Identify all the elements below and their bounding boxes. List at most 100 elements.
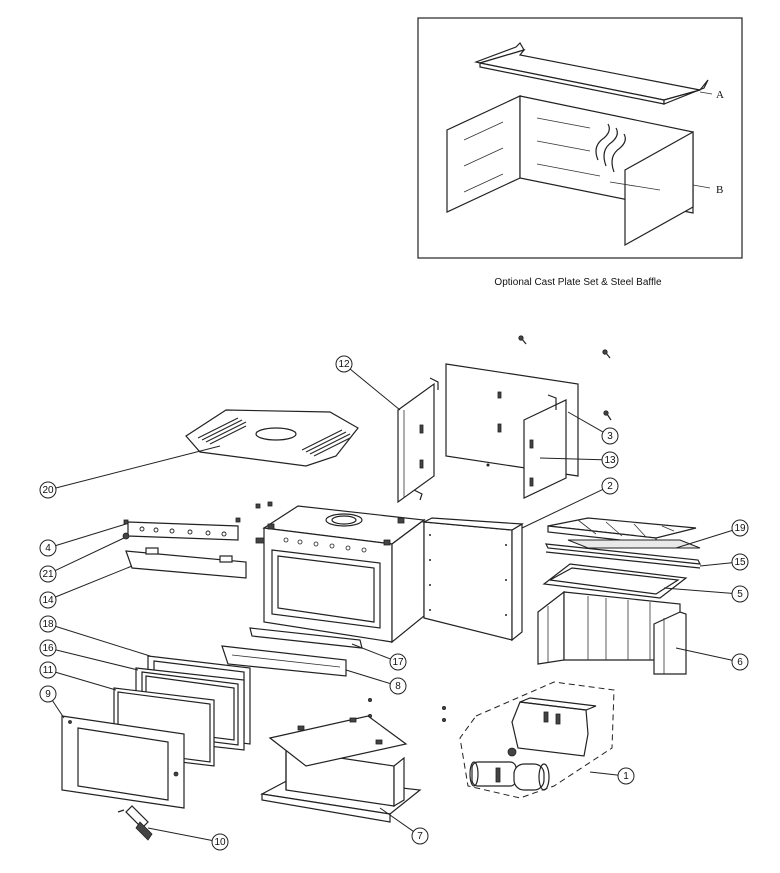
callout-3: 3 bbox=[567, 411, 619, 445]
callout-circle bbox=[39, 639, 57, 657]
callout-leader bbox=[663, 587, 733, 594]
callout-number: 18 bbox=[42, 619, 54, 630]
callout-number: 19 bbox=[734, 523, 746, 534]
inset-panel: A B bbox=[417, 17, 743, 259]
part-right-side-panel bbox=[523, 394, 567, 499]
callout-circle bbox=[731, 519, 749, 537]
callout-circle bbox=[601, 427, 619, 445]
callout-circle bbox=[335, 355, 353, 373]
callout-leader bbox=[539, 457, 603, 461]
callout-number: 4 bbox=[45, 543, 51, 554]
callout-number: 14 bbox=[42, 595, 54, 606]
screws bbox=[518, 335, 612, 421]
callout-leader bbox=[675, 647, 733, 661]
part-grate-frame bbox=[542, 563, 688, 599]
part-door-handle bbox=[117, 805, 153, 841]
callout-circle bbox=[731, 653, 749, 671]
callout-circle bbox=[389, 677, 407, 695]
part-deflector bbox=[221, 645, 347, 677]
callout-15: 15 bbox=[699, 553, 749, 571]
callout-9: 9 bbox=[39, 685, 65, 719]
callout-12: 12 bbox=[335, 355, 401, 411]
inset-caption: Optional Cast Plate Set & Steel Baffle bbox=[494, 277, 662, 288]
callout-leader bbox=[699, 562, 733, 567]
callout-number: 21 bbox=[42, 569, 54, 580]
callout-number: 9 bbox=[45, 689, 51, 700]
callout-leader bbox=[55, 625, 151, 657]
callout-1: 1 bbox=[589, 767, 635, 785]
callout-circle bbox=[601, 477, 619, 495]
cast-plate-set bbox=[446, 95, 711, 247]
part-firebox bbox=[255, 505, 426, 644]
callout-number: 13 bbox=[604, 455, 616, 466]
callout-number: 10 bbox=[214, 837, 226, 848]
knob bbox=[122, 532, 130, 540]
steel-baffle bbox=[473, 42, 713, 105]
part-rail bbox=[544, 543, 702, 569]
callout-leader bbox=[521, 488, 603, 529]
part-rear-panel bbox=[421, 517, 524, 642]
callout-number: 12 bbox=[338, 359, 350, 370]
callout-2: 2 bbox=[521, 477, 619, 529]
callout-leader bbox=[351, 643, 391, 660]
callout-leader bbox=[349, 368, 401, 411]
callout-leader bbox=[345, 669, 391, 685]
callout-13: 13 bbox=[539, 451, 619, 469]
callout-4: 4 bbox=[39, 523, 127, 557]
inset-label-b: B bbox=[716, 184, 723, 196]
callout-6: 6 bbox=[675, 647, 749, 671]
callout-number: 20 bbox=[42, 485, 54, 496]
callout-leader bbox=[675, 529, 733, 549]
callout-19: 19 bbox=[675, 519, 749, 549]
callout-circle bbox=[39, 615, 57, 633]
callout-leader bbox=[52, 700, 65, 719]
callout-leader bbox=[55, 445, 221, 489]
callout-number: 5 bbox=[737, 589, 743, 600]
small-bolts bbox=[235, 501, 446, 723]
part-pedestal bbox=[260, 715, 422, 823]
part-top-plate bbox=[185, 409, 359, 467]
callout-circle bbox=[39, 539, 57, 557]
part-shelf-bracket bbox=[125, 547, 247, 579]
callout-10: 10 bbox=[147, 827, 229, 851]
part-front-rail bbox=[123, 519, 239, 541]
callout-5: 5 bbox=[663, 585, 749, 603]
part-firebrick-set bbox=[537, 590, 687, 675]
callout-leader bbox=[55, 649, 139, 671]
callout-circle bbox=[411, 827, 429, 845]
callout-number: 6 bbox=[737, 657, 743, 668]
callout-circle bbox=[39, 685, 57, 703]
callout-leader bbox=[55, 565, 133, 598]
callout-circle bbox=[39, 481, 57, 499]
callout-number: 16 bbox=[42, 643, 54, 654]
callout-leader bbox=[379, 807, 414, 832]
callout-leader bbox=[147, 827, 213, 841]
callout-number: 8 bbox=[395, 681, 401, 692]
callout-number: 17 bbox=[392, 657, 404, 668]
callout-leader bbox=[55, 671, 117, 691]
callout-number: 3 bbox=[607, 431, 613, 442]
callout-circle bbox=[731, 553, 749, 571]
part-door bbox=[61, 715, 185, 809]
callout-7: 7 bbox=[379, 807, 429, 845]
part-left-side-panel bbox=[397, 377, 439, 504]
callout-circle bbox=[601, 451, 619, 469]
callout-number: 7 bbox=[417, 831, 423, 842]
callout-circle bbox=[211, 833, 229, 851]
callout-number: 15 bbox=[734, 557, 746, 568]
callout-leader bbox=[55, 537, 125, 572]
callout-17: 17 bbox=[351, 643, 407, 671]
callout-21: 21 bbox=[39, 537, 125, 583]
callout-leader bbox=[55, 523, 127, 547]
callout-circle bbox=[389, 653, 407, 671]
part-blower-kit bbox=[459, 681, 615, 799]
callout-circle bbox=[39, 565, 57, 583]
part-baffle-strip bbox=[567, 539, 701, 549]
callout-20: 20 bbox=[39, 445, 221, 499]
callout-circle bbox=[731, 585, 749, 603]
callout-circle bbox=[617, 767, 635, 785]
callout-number: 2 bbox=[607, 481, 613, 492]
